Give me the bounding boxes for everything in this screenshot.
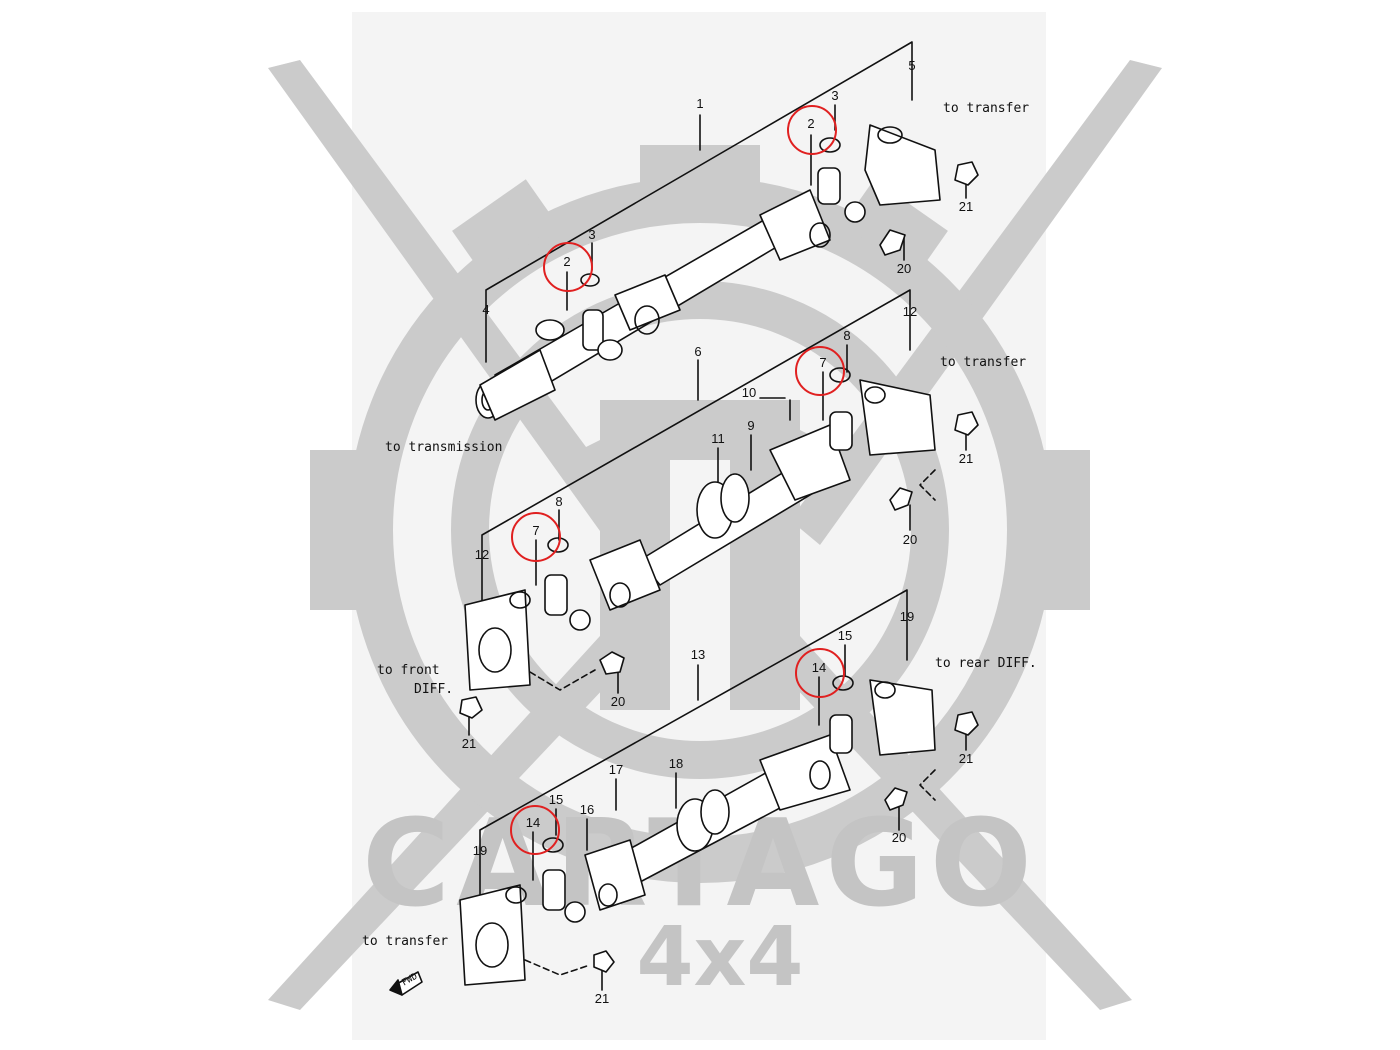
callout-part-10: 10 bbox=[741, 385, 757, 400]
highlight-circle-part-14 bbox=[795, 648, 845, 698]
label-shaft1-to-transfer: to transfer bbox=[943, 101, 1030, 116]
callout-part-14: 14 bbox=[811, 660, 827, 675]
callout-part-3: 3 bbox=[588, 227, 596, 242]
highlight-circle-part-14 bbox=[510, 805, 560, 855]
callout-part-20: 20 bbox=[896, 261, 912, 276]
callout-part-12: 12 bbox=[474, 547, 490, 562]
label-shaft3-to-transfer: to transfer bbox=[362, 934, 449, 949]
label-shaft2-to-front: to front bbox=[377, 663, 440, 678]
callout-part-2: 2 bbox=[563, 254, 571, 269]
callout-part-14: 14 bbox=[525, 815, 541, 830]
callout-part-9: 9 bbox=[747, 418, 755, 433]
callout-part-12: 12 bbox=[902, 304, 918, 319]
callout-part-21: 21 bbox=[594, 991, 610, 1006]
callout-part-19: 19 bbox=[472, 843, 488, 858]
highlight-circle-part-2 bbox=[787, 105, 837, 155]
callout-part-20: 20 bbox=[610, 694, 626, 709]
callout-part-20: 20 bbox=[902, 532, 918, 547]
callout-part-8: 8 bbox=[555, 494, 563, 509]
callout-part-1: 1 bbox=[696, 96, 704, 111]
label-shaft2-diff: DIFF. bbox=[414, 682, 454, 697]
callout-part-21: 21 bbox=[461, 736, 477, 751]
callout-part-7: 7 bbox=[819, 355, 827, 370]
callout-part-15: 15 bbox=[837, 628, 853, 643]
callout-part-4: 4 bbox=[482, 302, 490, 317]
label-shaft3-to-rear-diff: to rear DIFF. bbox=[935, 656, 1037, 671]
callout-part-8: 8 bbox=[843, 328, 851, 343]
label-shaft1-to-transmission: to transmission bbox=[385, 440, 503, 455]
callout-part-21: 21 bbox=[958, 199, 974, 214]
callout-part-13: 13 bbox=[690, 647, 706, 662]
callout-part-18: 18 bbox=[668, 756, 684, 771]
callout-part-15: 15 bbox=[548, 792, 564, 807]
label-shaft2-to-transfer: to transfer bbox=[940, 355, 1027, 370]
highlight-circle-part-7 bbox=[795, 346, 845, 396]
callout-part-21: 21 bbox=[958, 751, 974, 766]
callout-part-19: 19 bbox=[899, 609, 915, 624]
callout-part-20: 20 bbox=[891, 830, 907, 845]
callout-part-6: 6 bbox=[694, 344, 702, 359]
callout-part-3: 3 bbox=[831, 88, 839, 103]
highlight-circle-part-7 bbox=[511, 512, 561, 562]
highlight-circle-part-2 bbox=[543, 242, 593, 292]
callout-part-11: 11 bbox=[711, 431, 725, 446]
callout-part-16: 16 bbox=[579, 802, 595, 817]
callout-part-2: 2 bbox=[807, 116, 815, 131]
callout-part-7: 7 bbox=[532, 523, 540, 538]
callout-part-5: 5 bbox=[908, 58, 916, 73]
callout-part-17: 17 bbox=[608, 762, 624, 777]
svg-text:4x4: 4x4 bbox=[636, 910, 803, 1005]
callout-part-21: 21 bbox=[958, 451, 974, 466]
